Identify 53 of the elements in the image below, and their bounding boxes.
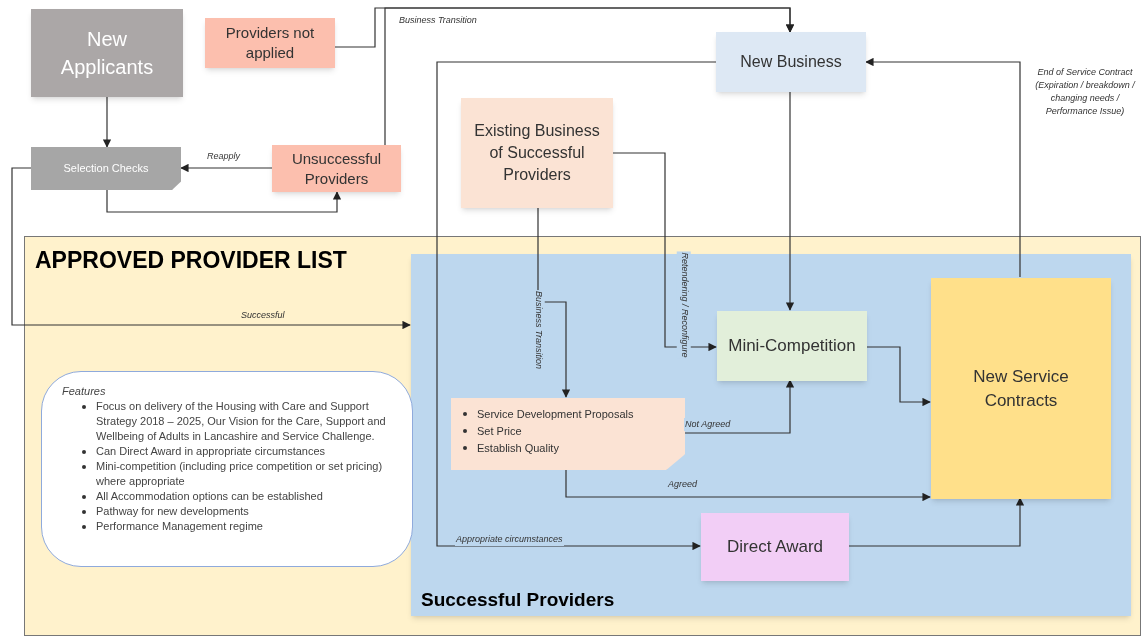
- process-box: [31, 9, 183, 97]
- box-label: New Service Contracts: [972, 365, 1070, 412]
- container-panel: [411, 254, 1131, 616]
- process-box: [461, 98, 613, 208]
- process-box: [701, 513, 849, 581]
- connector-arrow: [683, 379, 795, 434]
- connector-arrow: [106, 189, 342, 213]
- process-box: [205, 18, 335, 68]
- connector-arrow: [847, 497, 1025, 547]
- note-box: [451, 398, 685, 470]
- bullet-item: Can Direct Award in appropriate circumstances: [96, 444, 326, 459]
- edge-label: Not Agreed: [684, 418, 732, 431]
- process-box: [717, 311, 867, 381]
- connector-arrow: [384, 7, 795, 146]
- connector-arrow: [180, 163, 273, 173]
- bullet-item: Service Development Proposals: [477, 407, 634, 422]
- process-box: [931, 278, 1111, 499]
- box-label: Direct Award: [726, 536, 824, 559]
- connector-arrow: [565, 468, 931, 502]
- box-label: Selection Checks: [63, 161, 149, 177]
- connector-arrow: [865, 346, 931, 407]
- container-panel: [24, 236, 1141, 636]
- edge-label: Retendering / Reconfigure: [677, 251, 691, 359]
- connector-arrow: [11, 167, 411, 330]
- box-label: Existing Business of Successful Providers: [473, 121, 601, 185]
- list-heading: Features: [62, 384, 107, 399]
- box-label: Unsuccessful Providers: [290, 148, 383, 189]
- features-panel: [41, 371, 413, 567]
- bullet-item: All Accommodation options can be established: [96, 489, 323, 504]
- bullet-item: Focus on delivery of the Housing with Care and Support Strategy 2018 – 2025, Our Vision for the Care, Support and Wellbeing of Adults in Lancashire and Service Challenge.: [96, 399, 387, 444]
- process-box: [31, 147, 181, 190]
- box-label: Providers not applied: [224, 23, 316, 63]
- connector-arrow: [865, 57, 1021, 278]
- edge-label: Appropriate circumstances: [455, 533, 564, 546]
- bullet-item: Mini-competition (including price competition or set pricing) where appropriate: [96, 459, 384, 489]
- box-label: New Applicants: [59, 27, 155, 80]
- box-label: New Business: [740, 52, 842, 72]
- box-label: Mini-Competition: [728, 335, 856, 357]
- edge-label: Reapply: [206, 150, 242, 163]
- connector-arrow: [612, 152, 717, 352]
- bullet-item: Performance Management regime: [96, 519, 263, 534]
- bullet-item: Establish Quality: [477, 441, 559, 456]
- connector-arrow: [537, 207, 571, 398]
- connector-arrow: [102, 96, 112, 148]
- container-title: Successful Providers: [421, 587, 615, 612]
- process-box: [716, 32, 866, 92]
- bullet-item: Pathway for new developments: [96, 504, 249, 519]
- connector-arrow: [436, 61, 717, 551]
- edge-label: Agreed: [667, 478, 699, 491]
- process-box: [272, 145, 401, 192]
- connector-arrow: [785, 91, 795, 311]
- bullet-item: Set Price: [477, 424, 522, 439]
- container-title: APPROVED PROVIDER LIST: [35, 246, 347, 275]
